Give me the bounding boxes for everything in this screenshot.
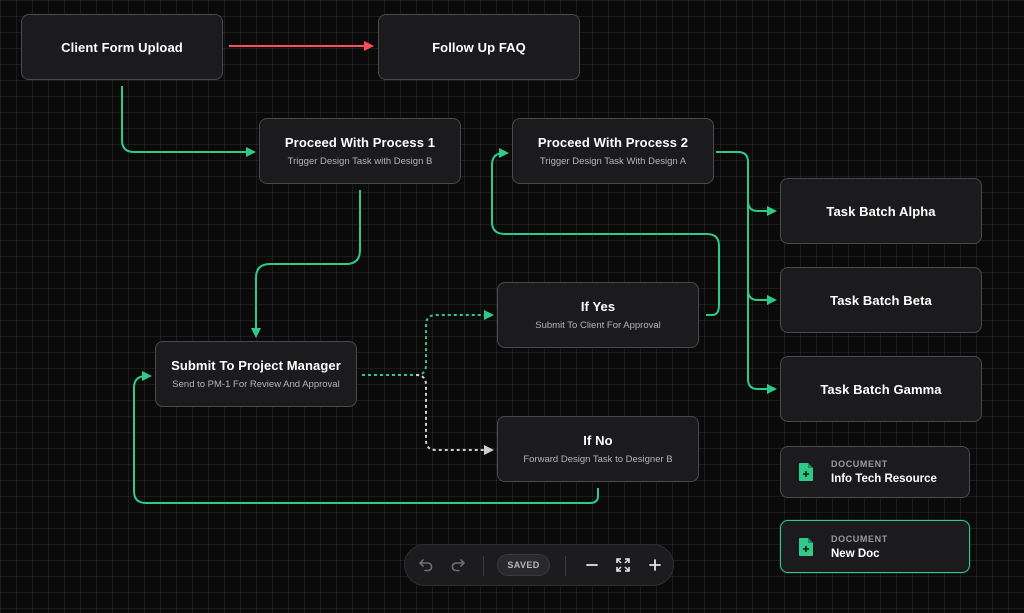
node-client-form-upload[interactable]: Client Form Upload bbox=[21, 14, 223, 80]
node-title: Client Form Upload bbox=[61, 39, 183, 55]
node-subtitle: Trigger Design Task with Design B bbox=[287, 156, 433, 167]
fit-screen-button[interactable] bbox=[611, 553, 635, 577]
node-subtitle: Send to PM-1 For Review And Approval bbox=[172, 379, 340, 390]
node-title: Submit To Project Manager bbox=[171, 358, 341, 373]
node-title: Follow Up FAQ bbox=[432, 39, 526, 55]
toolbar-divider bbox=[565, 556, 566, 576]
node-submit-project-manager[interactable]: Submit To Project Manager Send to PM-1 F… bbox=[155, 341, 357, 407]
node-subtitle: Submit To Client For Approval bbox=[535, 320, 661, 331]
node-title: If Yes bbox=[580, 299, 616, 314]
edge-process2-to-gamma bbox=[747, 290, 777, 394]
node-proceed-process-1[interactable]: Proceed With Process 1 Trigger Design Ta… bbox=[259, 118, 461, 184]
document-name: New Doc bbox=[831, 547, 880, 560]
zoom-in-button[interactable] bbox=[643, 553, 667, 577]
node-title: If No bbox=[583, 433, 613, 448]
undo-icon bbox=[419, 559, 433, 572]
edge-process2-to-beta bbox=[747, 201, 777, 305]
edge-pm-to-ifyes bbox=[362, 310, 494, 376]
document-type-label: DOCUMENT bbox=[831, 459, 888, 469]
saved-status-badge: SAVED bbox=[497, 554, 550, 576]
node-if-no[interactable]: If No Forward Design Task to Designer B bbox=[497, 416, 699, 482]
node-task-batch-gamma[interactable]: Task Batch Gamma bbox=[780, 356, 982, 422]
toolbar-divider bbox=[483, 556, 484, 576]
node-title: Task Batch Alpha bbox=[826, 203, 936, 219]
edge-pm-to-ifno bbox=[415, 374, 494, 455]
minus-icon bbox=[586, 564, 598, 566]
redo-button[interactable] bbox=[446, 553, 470, 577]
document-card-info-tech-resource[interactable]: DOCUMENT Info Tech Resource bbox=[780, 446, 970, 498]
undo-button[interactable] bbox=[414, 553, 438, 577]
canvas-toolbar: SAVED bbox=[404, 544, 674, 586]
edge-process1-to-pm bbox=[251, 190, 361, 338]
node-if-yes[interactable]: If Yes Submit To Client For Approval bbox=[497, 282, 699, 348]
document-name: Info Tech Resource bbox=[831, 473, 937, 485]
document-plus-icon bbox=[799, 463, 813, 481]
node-subtitle: Trigger Design Task With Design A bbox=[539, 156, 687, 167]
document-plus-icon bbox=[799, 537, 813, 556]
node-proceed-process-2[interactable]: Proceed With Process 2 Trigger Design Ta… bbox=[512, 118, 714, 184]
plus-icon bbox=[649, 559, 661, 571]
node-title: Proceed With Process 2 bbox=[537, 135, 689, 150]
node-subtitle: Forward Design Task to Designer B bbox=[523, 454, 673, 465]
node-title: Task Batch Beta bbox=[830, 292, 932, 308]
node-title: Task Batch Gamma bbox=[820, 381, 942, 397]
node-task-batch-beta[interactable]: Task Batch Beta bbox=[780, 267, 982, 333]
document-type-label: DOCUMENT bbox=[831, 533, 888, 544]
node-task-batch-alpha[interactable]: Task Batch Alpha bbox=[780, 178, 982, 244]
redo-icon bbox=[451, 559, 465, 572]
edge-process2-to-alpha bbox=[716, 151, 777, 216]
edge-upload-to-process1 bbox=[121, 86, 256, 157]
zoom-out-button[interactable] bbox=[580, 553, 604, 577]
node-follow-up-faq[interactable]: Follow Up FAQ bbox=[378, 14, 580, 80]
fit-screen-icon bbox=[616, 558, 630, 572]
document-card-new-doc[interactable]: DOCUMENT New Doc bbox=[780, 520, 970, 573]
node-title: Proceed With Process 1 bbox=[284, 135, 436, 150]
